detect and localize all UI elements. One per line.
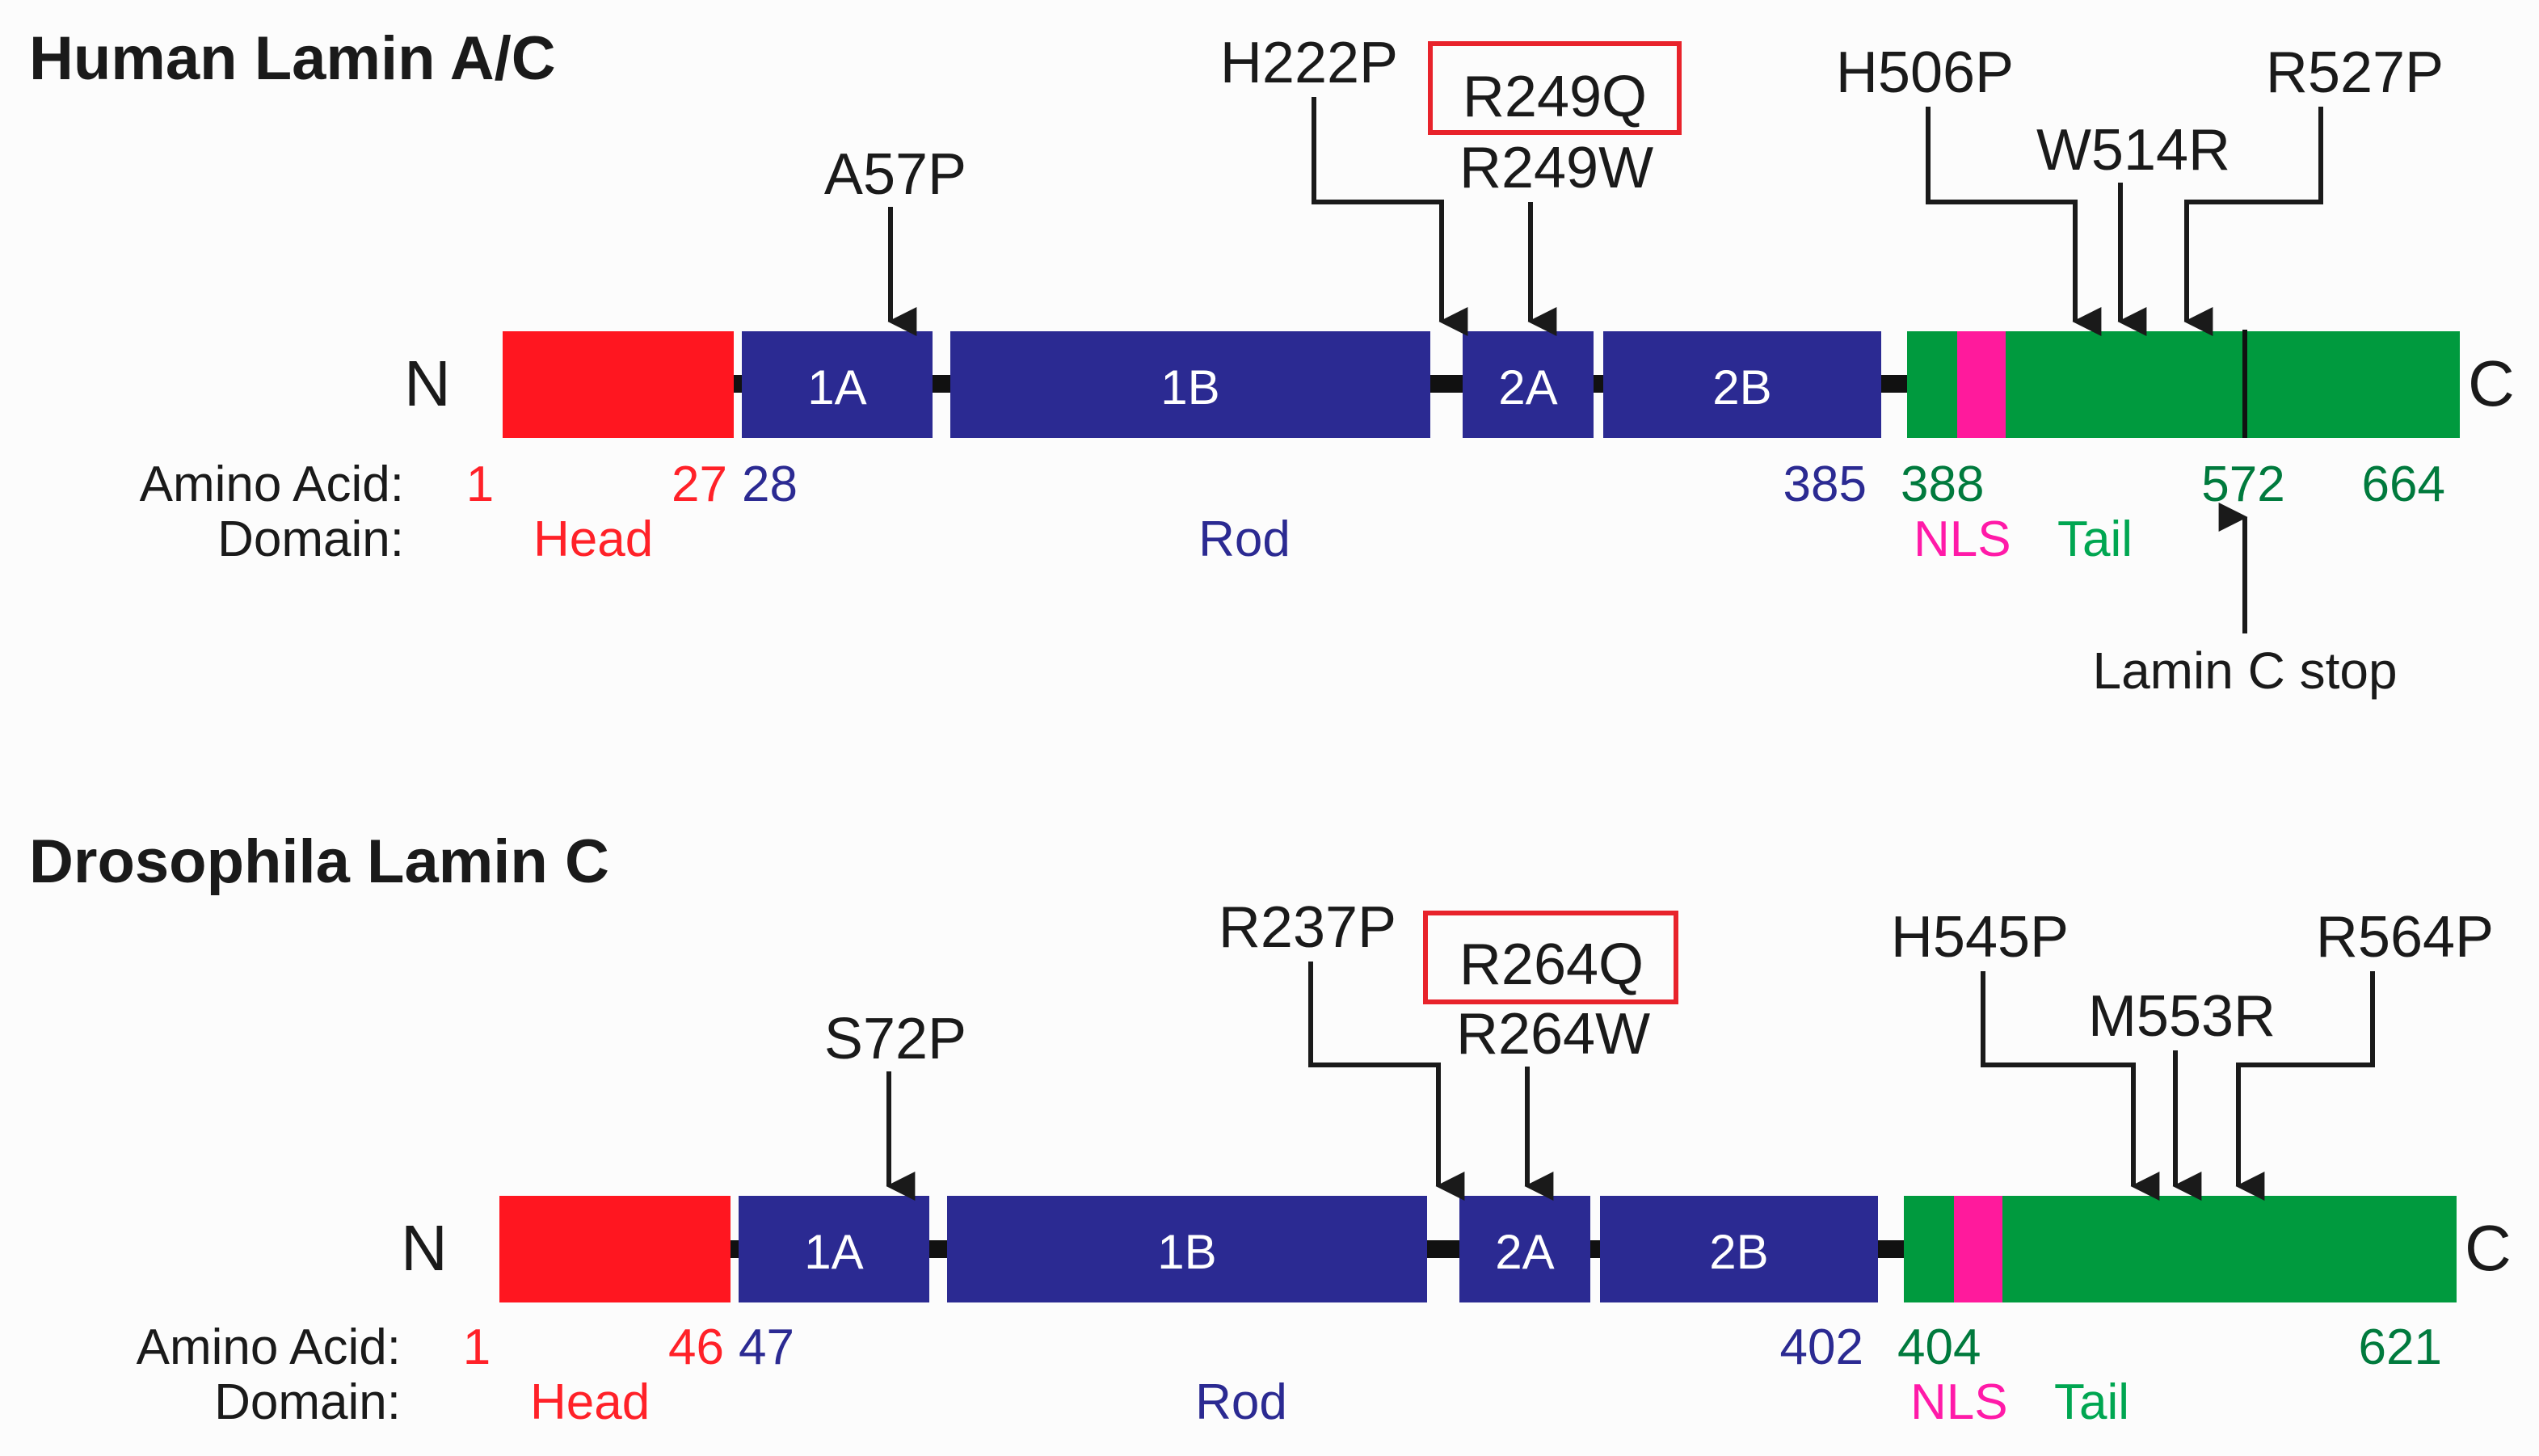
aa-rod-start: 28 — [742, 457, 798, 512]
mutation-label: R564P — [2316, 905, 2494, 970]
segment-1b-label: 1B — [1160, 360, 1219, 414]
domain-nls-label: NLS — [1914, 511, 2011, 567]
head-domain-block — [503, 331, 734, 438]
domain-row-label: Domain: — [217, 511, 404, 567]
domain-rod-label: Rod — [1198, 511, 1291, 567]
mutation-label: M553R — [2088, 984, 2276, 1049]
domain-tail-label: Tail — [2057, 511, 2133, 567]
segment-2b-label: 2B — [1712, 360, 1771, 414]
mutation-label: W514R — [2036, 118, 2230, 183]
mutation-label: H545P — [1891, 905, 2069, 970]
head-domain-block — [499, 1196, 731, 1302]
segment-2b-label: 2B — [1709, 1225, 1768, 1279]
mutation-label: R237P — [1219, 895, 1396, 960]
highlight-box — [1423, 911, 1678, 1004]
mutation-arrow — [1312, 97, 1468, 336]
human-lamin-panel: Human Lamin A/C 1A 1B 2A 2B N C Amino Ac… — [29, 24, 2515, 700]
c-terminus-label: C — [2465, 1212, 2512, 1284]
domain-rod-label: Rod — [1195, 1374, 1287, 1430]
aa-head-start: 1 — [463, 1319, 491, 1375]
rod-segment-1a-block — [739, 1196, 929, 1302]
highlighted-mutation-label: R249Q — [1463, 65, 1647, 129]
rod-segment-2b-block — [1603, 331, 1881, 438]
mutation-label: H506P — [1836, 40, 2014, 105]
c-terminus-label: C — [2468, 347, 2515, 419]
segment-1a-label: 1A — [804, 1225, 863, 1279]
lamin-c-stop-label: Lamin C stop — [2092, 642, 2397, 700]
segment-1b-label: 1B — [1157, 1225, 1216, 1279]
rod-segment-2a-block — [1463, 331, 1594, 438]
aa-tail-start: 404 — [1897, 1319, 1981, 1375]
aa-rod-start: 47 — [739, 1319, 794, 1375]
mutation-arrow — [1308, 962, 1465, 1201]
domain-head-label: Head — [530, 1374, 650, 1430]
aa-tail-end: 664 — [2362, 457, 2445, 512]
aa-head-end: 46 — [668, 1319, 724, 1375]
rod-segment-1b-block — [950, 331, 1430, 438]
mutation-label: R249W — [1459, 136, 1653, 200]
segment-1a-label: 1A — [807, 360, 866, 414]
mutation-label: H222P — [1220, 31, 1398, 95]
panel-title: Human Lamin A/C — [29, 24, 556, 93]
nls-block — [1957, 331, 2006, 438]
aa-head-start: 1 — [466, 457, 494, 512]
amino-acid-row-label: Amino Acid: — [137, 1319, 401, 1375]
n-terminus-label: N — [401, 1212, 448, 1284]
rod-segment-1a-block — [742, 331, 933, 438]
n-terminus-label: N — [404, 347, 451, 419]
highlight-box — [1428, 41, 1682, 135]
mutation-arrow — [1926, 107, 2102, 336]
panel-title: Drosophila Lamin C — [29, 827, 609, 896]
mutation-label: R264W — [1456, 1002, 1650, 1067]
segment-2a-label: 2A — [1498, 360, 1557, 414]
domain-head-label: Head — [533, 511, 653, 567]
rod-segment-1b-block — [947, 1196, 1427, 1302]
rod-segment-2a-block — [1459, 1196, 1590, 1302]
domain-tail-label: Tail — [2054, 1374, 2129, 1430]
aa-rod-end: 402 — [1780, 1319, 1863, 1375]
aa-head-end: 27 — [672, 457, 727, 512]
aa-lamin-c-stop: 572 — [2201, 457, 2284, 512]
aa-rod-end: 385 — [1783, 457, 1867, 512]
nls-block — [1954, 1196, 2002, 1302]
mutation-label: A57P — [824, 142, 966, 207]
domain-row-label: Domain: — [214, 1374, 401, 1430]
mutation-arrow — [2183, 107, 2323, 336]
mutation-arrow — [1981, 971, 2160, 1201]
domain-nls-label: NLS — [1910, 1374, 2008, 1430]
highlighted-mutation-label: R264Q — [1459, 932, 1644, 997]
amino-acid-row-label: Amino Acid: — [140, 457, 404, 512]
drosophila-lamin-panel: Drosophila Lamin C 1A 1B 2A 2B N C Amino… — [29, 827, 2512, 1430]
aa-tail-start: 388 — [1901, 457, 1984, 512]
mutation-arrow — [2235, 971, 2375, 1201]
segment-2a-label: 2A — [1495, 1225, 1554, 1279]
mutation-label: R527P — [2266, 40, 2444, 105]
mutation-label: S72P — [824, 1007, 966, 1071]
aa-tail-end: 621 — [2359, 1319, 2442, 1375]
rod-segment-2b-block — [1600, 1196, 1878, 1302]
